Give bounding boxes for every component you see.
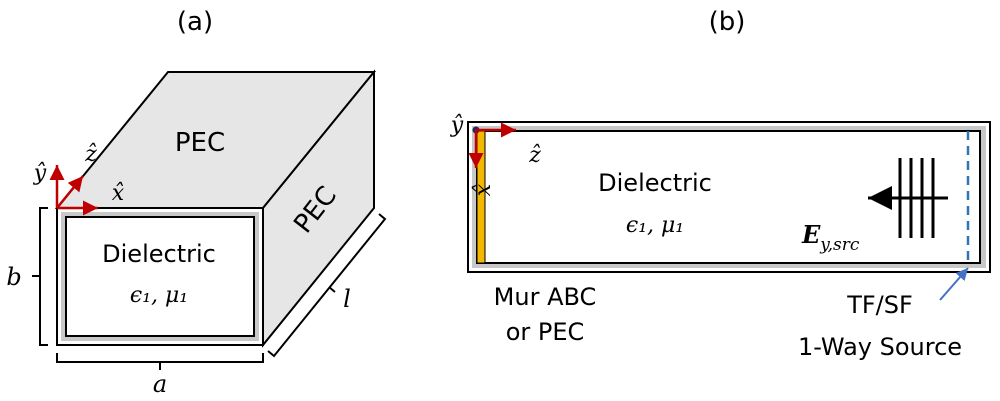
material-params-b: ϵ₁, μ₁ xyxy=(626,213,684,238)
y-axis-label-a: ŷ xyxy=(33,161,47,186)
boundary-label-line2: or PEC xyxy=(506,318,585,346)
x-axis-label-b: x̂ xyxy=(471,183,496,196)
dielectric-label-a: Dielectric xyxy=(102,240,216,268)
top-face-label: PEC xyxy=(175,128,225,158)
source-field-label: Ey,src xyxy=(801,220,860,255)
y-axis-label-b: ŷ xyxy=(450,113,464,138)
dielectric-label-b: Dielectric xyxy=(598,169,712,197)
length-bracket-tick xyxy=(328,286,336,293)
source-pointer-arrow xyxy=(939,267,969,301)
dim-b-label: b xyxy=(6,263,21,291)
panel-a-label: (a) xyxy=(177,7,213,37)
boundary-label-line1: Mur ABC xyxy=(494,283,597,311)
source-label-line1: TF/SF xyxy=(846,291,913,319)
front-face-inner xyxy=(65,216,255,337)
dim-l-label: l xyxy=(343,285,351,313)
z-axis-label-a: ẑ xyxy=(84,142,97,167)
x-axis-label-a: x̂ xyxy=(112,181,125,206)
source-label-line2: 1-Way Source xyxy=(798,333,962,361)
panel-a: (a) PEC PEC Dielectric ϵ₁, μ₁ ŷ ẑ x̂ b a… xyxy=(6,7,387,398)
panel-b-label: (b) xyxy=(709,7,746,37)
material-params-a: ϵ₁, μ₁ xyxy=(130,283,188,308)
z-axis-arrow-a xyxy=(56,175,84,209)
panel-b: (b) ŷ ẑ x̂ Dielectric ϵ₁, μ₁ Ey,src Mur … xyxy=(450,7,991,361)
z-axis-label-b: ẑ xyxy=(528,143,541,168)
dim-a-label: a xyxy=(153,370,167,398)
height-bracket xyxy=(39,207,48,346)
width-bracket xyxy=(56,353,264,363)
